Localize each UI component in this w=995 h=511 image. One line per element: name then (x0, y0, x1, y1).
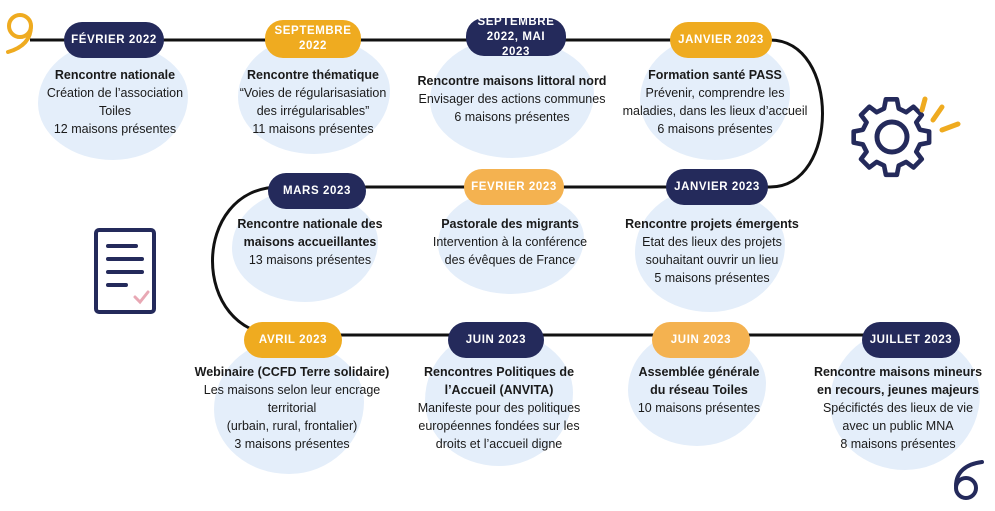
event-detail-line: Création de l’association (46, 86, 184, 100)
event-7-text: Rencontre nationale des maisons accueill… (212, 215, 408, 269)
event-2-text: Rencontre thématique “Voies de régularis… (213, 66, 413, 138)
event-detail-line: 10 maisons présentes (637, 401, 761, 415)
event-detail-line: avec un public MNA (842, 419, 954, 433)
event-detail-line: souhaitant ouvrir un lieu (645, 253, 779, 267)
event-3-date-pill: SEPTEMBRE 2022, MAI 2023 (466, 16, 566, 58)
event-title: Assemblée générale du réseau Toiles (638, 365, 760, 397)
event-detail-line: 3 maisons présentes (234, 437, 350, 451)
event-title: Webinaire (CCFD Terre solidaire) (194, 365, 390, 379)
event-title: Rencontre maisons littoral nord (417, 74, 607, 88)
event-title: Pastorale des migrants (441, 217, 579, 231)
event-8-date-pill: AVRIL 2023 (244, 322, 342, 358)
event-10-text: Assemblée générale du réseau Toiles 10 m… (604, 363, 794, 417)
event-title: Rencontre nationale (54, 68, 176, 82)
event-10-date-pill: JUIN 2023 (652, 322, 750, 358)
event-title: Rencontre projets émergents (625, 217, 799, 231)
event-detail-line: Prévenir, comprendre les (645, 86, 785, 100)
event-5-blob (635, 188, 785, 312)
event-detail-line: des évêques de France (444, 253, 576, 267)
event-detail-line: 12 maisons présentes (53, 122, 177, 136)
event-5-date-pill: JANVIER 2023 (666, 169, 768, 205)
event-detail-line: “Voies de régularisasiation (239, 86, 387, 100)
event-3-text: Rencontre maisons littoral nord Envisage… (410, 72, 614, 126)
event-2-date-pill: SEPTEMBRE 2022 (265, 20, 361, 58)
event-detail-line: Toiles (99, 104, 131, 118)
event-1-date-pill: FÉVRIER 2022 (64, 22, 164, 58)
event-6-date-pill: FEVRIER 2023 (464, 169, 564, 205)
event-6-blob (438, 190, 584, 294)
event-11-text: Rencontre maisons mineurs en recours, je… (800, 363, 995, 453)
event-detail-line: 13 maisons présentes (248, 253, 372, 267)
event-5-text: Rencontre projets émergents Etat des lie… (612, 215, 812, 287)
event-title: Formation santé PASS (648, 68, 782, 82)
event-title: Rencontre maisons mineurs en recours, je… (813, 365, 983, 397)
event-detail-line: 8 maisons présentes (840, 437, 956, 451)
event-title: Rencontre nationale des maisons accueill… (237, 217, 383, 249)
quote-close-icon (954, 460, 984, 500)
event-title: Rencontre thématique (247, 68, 379, 82)
checklist-document-icon (94, 228, 156, 314)
event-detail-line: 11 maisons présentes (252, 122, 374, 136)
event-detail-line: 5 maisons présentes (654, 271, 770, 285)
event-8-text: Webinaire (CCFD Terre solidaire) Les mai… (190, 363, 394, 453)
event-detail-line: territorial (267, 401, 317, 415)
event-detail-line: Manifeste pour des politiques (417, 401, 581, 415)
event-detail-line: Les maisons selon leur encrage (203, 383, 381, 397)
quote-open-icon (6, 13, 33, 54)
event-1-blob (38, 42, 188, 160)
event-detail-line: Envisager des actions communes (418, 92, 606, 106)
event-9-date-pill: JUIN 2023 (448, 322, 544, 358)
event-detail-line: (urbain, rural, frontalier) (226, 419, 358, 433)
event-4-date-pill: JANVIER 2023 (670, 22, 772, 58)
event-detail-line: Etat des lieux des projets (642, 235, 782, 249)
event-6-text: Pastorale des migrants Intervention à la… (412, 215, 608, 269)
event-1-text: Rencontre nationale Création de l’associ… (20, 66, 210, 138)
event-3-blob (430, 38, 594, 158)
event-detail-line: 6 maisons présentes (454, 110, 570, 124)
gear-icon (851, 96, 961, 178)
event-title: Rencontres Politiques de l’Accueil (ANVI… (423, 365, 575, 397)
event-detail-line: Intervention à la conférence (432, 235, 588, 249)
event-detail-line: droits et l’accueil digne (435, 437, 563, 451)
event-detail-line: européennes fondées sur les (418, 419, 580, 433)
event-7-date-pill: MARS 2023 (268, 173, 366, 209)
event-9-text: Rencontres Politiques de l’Accueil (ANVI… (398, 363, 600, 453)
event-4-text: Formation santé PASS Prévenir, comprendr… (618, 66, 812, 138)
event-detail-line: Spécifictés des lieux de vie (822, 401, 974, 415)
event-8-blob (214, 340, 364, 474)
event-detail-line: des irrégularisables” (256, 104, 370, 118)
event-11-date-pill: JUILLET 2023 (862, 322, 960, 358)
event-detail-line: 6 maisons présentes (657, 122, 773, 136)
event-detail-line: maladies, dans les lieux d’accueil (622, 104, 808, 118)
